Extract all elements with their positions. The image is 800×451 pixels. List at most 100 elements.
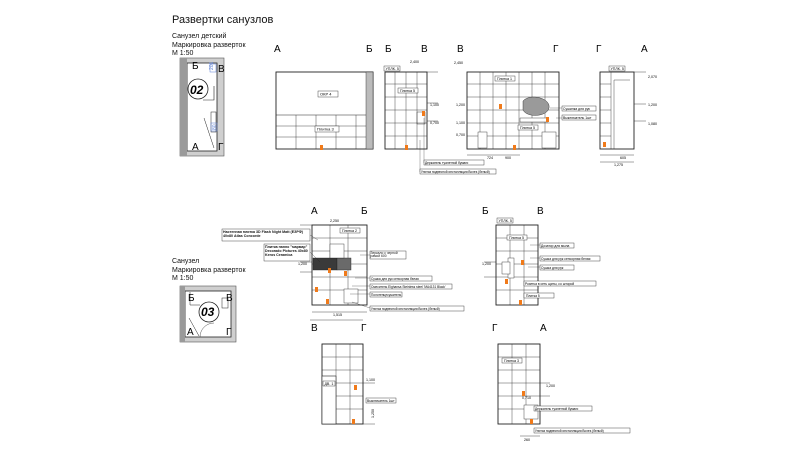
elev-ga1-drawing <box>599 71 646 163</box>
elev-bv2-label-1: Плитка 5 <box>509 236 524 240</box>
plan1-drawing <box>179 57 225 157</box>
elev-ga1-marker <box>603 142 606 147</box>
elev-ga1-label-0: УПЛК. 5 <box>611 67 624 71</box>
elev-ab2-drawing <box>300 224 368 313</box>
elev-vg2-left-letter: В <box>311 323 318 334</box>
plan1-scale: М 1:50 <box>172 50 194 57</box>
elev-ab2-callout-2: Смеситель Elghansa Steinless steel 'MA41… <box>371 285 446 289</box>
plan1-letter-g: Г <box>218 142 224 153</box>
elev-ga1-dim-4: 1,275 <box>614 163 623 167</box>
plan1-blue-tag-top: 201 <box>209 61 215 70</box>
plan2-subtitle: Маркировка разверток <box>172 266 246 274</box>
elev-ga1-dim-3: 605 <box>620 156 626 160</box>
elev-vg2-marker-1 <box>354 385 357 390</box>
elev-ab2-callout-4: Унитаз подвесной инсталляция Boxes (белы… <box>371 307 440 311</box>
plan1-title: Санузел детский <box>172 33 227 40</box>
elev-ga1-dim-0: 2,070 <box>648 75 657 79</box>
plan2-letter-g: Г <box>226 327 232 338</box>
plan2-room-number: 03 <box>201 305 215 319</box>
plan1-subtitle: Маркировка разверток <box>172 41 246 49</box>
elev-bv1-callout-1: Унитаз подвесной инсталляция Boxes (белы… <box>421 170 490 174</box>
elev-ab2-callout-1: Сушка для рук сенсорная белая <box>371 277 419 281</box>
elev-vg2-dim-0: 1,100 <box>366 378 375 382</box>
elev-vg2-drawing <box>310 319 375 425</box>
elev-vg1-dim-0: 2,450 <box>454 61 463 65</box>
elev-ab2-callout-3: Полотенцесушитель <box>371 293 402 297</box>
plan1-blue-tag-side: 80 <box>212 124 218 130</box>
elev-vg2-label-0: ДВ. 1 <box>325 382 334 386</box>
elev-ga2-callout-0: Держатель туалетной бумаги <box>535 407 578 411</box>
elev-ga2-callout-1: Унитаз подвесной инсталляция Boxes (белы… <box>535 429 604 433</box>
elev-ab1-label-1: Плитка 3 <box>317 127 334 132</box>
elev-vg1-right-letter: Г <box>553 44 559 55</box>
elev-bv1-dim-1: 1,100 <box>430 103 439 107</box>
elev-bv1-drawing <box>384 71 438 150</box>
elev-ab2-callout-0: Зеркало с черной рамой 600 <box>370 251 398 259</box>
elev-vg1-marker-2 <box>546 117 549 122</box>
elev-vg1-label-1: Плитка 5 <box>520 126 535 130</box>
elev-ab2-dim-2: 1,515 <box>333 313 342 317</box>
elev-bv1-label-1: Плитка 5 <box>400 89 415 93</box>
elev-ga1-right-letter: А <box>641 44 648 55</box>
elev-ab2-marker-3 <box>315 287 318 292</box>
elev-ab2-dim-1: 1,200 <box>298 262 307 266</box>
elev-vg2-marker-2 <box>352 419 355 424</box>
elev-vg1-drawing <box>466 71 560 156</box>
elev-ab2-right-letter: Б <box>361 206 368 217</box>
elev-bv2-callout-1: Сушка для рук сенсорная белая <box>541 257 591 261</box>
elev-ab2-note-0: Настенная плитка 3D Flash Night Matt (ЕЗ… <box>223 230 304 239</box>
elev-vg2-dim-1: 1,250 <box>371 409 375 418</box>
elev-ab1-left-letter: А <box>274 44 281 55</box>
elev-ga1-left-letter: Г <box>596 44 602 55</box>
plan1-letter-a: А <box>192 142 199 153</box>
elev-bv2-marker-2 <box>505 279 508 284</box>
elev-ga2-dim-2: 260 <box>524 438 530 442</box>
elev-ga2-drawing <box>497 343 550 437</box>
elev-ga1-dim-1: 1,200 <box>648 103 657 107</box>
elev-ga2-marker-1 <box>522 391 525 396</box>
elev-bv2-dim-0: 1,200 <box>482 262 491 266</box>
elev-ab1-drawing <box>275 71 374 150</box>
elev-vg2-callout-0: Выключатель 1шт <box>367 399 395 403</box>
elev-vg1-dim-2: 1,100 <box>456 121 465 125</box>
elev-bv1-label-0: УПЛК. 5 <box>386 67 399 71</box>
plan2-letter-b: Б <box>188 293 195 304</box>
plan1-room-number: 02 <box>190 83 204 97</box>
elev-vg1-marker-1 <box>499 104 502 109</box>
elev-bv2-callout-2: Сушка для рук <box>541 266 564 270</box>
elev-ga2-dim-0: 1,200 <box>546 384 555 388</box>
elev-ab1-label-0: ОКР 4 <box>320 92 332 97</box>
elev-bv1-dim-0: 2,400 <box>410 60 419 64</box>
elev-ab1-marker <box>320 145 323 150</box>
elev-bv2-label-0: УПЛК. 5 <box>499 219 512 223</box>
plan1-caption: Санузел детский Маркировка разверток М 1… <box>172 33 246 59</box>
elev-vg1-callout-0: Сушилка для рук <box>563 107 590 111</box>
elev-bv1-right-letter: В <box>421 44 428 55</box>
elev-ab2-marker-1 <box>328 268 331 273</box>
elev-bv1-left-letter: Б <box>385 44 392 55</box>
elev-bv2-label-repeat: Плитка 5 <box>526 294 540 298</box>
elev-ab2-left-letter: А <box>311 206 318 217</box>
plan2-letter-a: А <box>187 327 194 338</box>
elev-ab2-label-0: Плитка 2 <box>342 229 357 233</box>
elev-vg1-dim-1: 1,200 <box>456 103 465 107</box>
elev-ga1-dim-2: 1,080 <box>648 122 657 126</box>
elev-bv1-callout-0: Держатель туалетной бумаги <box>425 161 468 165</box>
elev-ga2-dim-1: 0,710 <box>522 396 531 400</box>
elev-vg2-right-letter: Г <box>361 323 367 334</box>
elev-vg1-label-0: Плитка 1 <box>497 77 512 81</box>
elev-vg1-callout-1: Выключатель 1шт <box>563 116 592 120</box>
elev-vg1-marker-3 <box>513 145 516 150</box>
elev-bv2-callout-3: Розетка в сеть щиты, со шторой <box>525 282 574 286</box>
elev-bv1-marker-1 <box>422 111 425 116</box>
elev-bv2-callout-0: Дозатор для мыла <box>541 244 570 248</box>
plan2-letter-v: В <box>226 293 233 304</box>
elev-ab1-right-letter: Б <box>366 44 373 55</box>
elev-bv2-marker-3 <box>519 300 522 305</box>
elev-bv2-left-letter: Б <box>482 206 489 217</box>
sheet-title: Развертки санузлов <box>172 14 274 26</box>
plan1-letter-b: Б <box>192 61 199 72</box>
elev-bv1-dim-2: 0,700 <box>430 121 439 125</box>
elev-vg1-dim-3: 0,700 <box>456 133 465 137</box>
elev-vg1-left-letter: В <box>457 44 464 55</box>
